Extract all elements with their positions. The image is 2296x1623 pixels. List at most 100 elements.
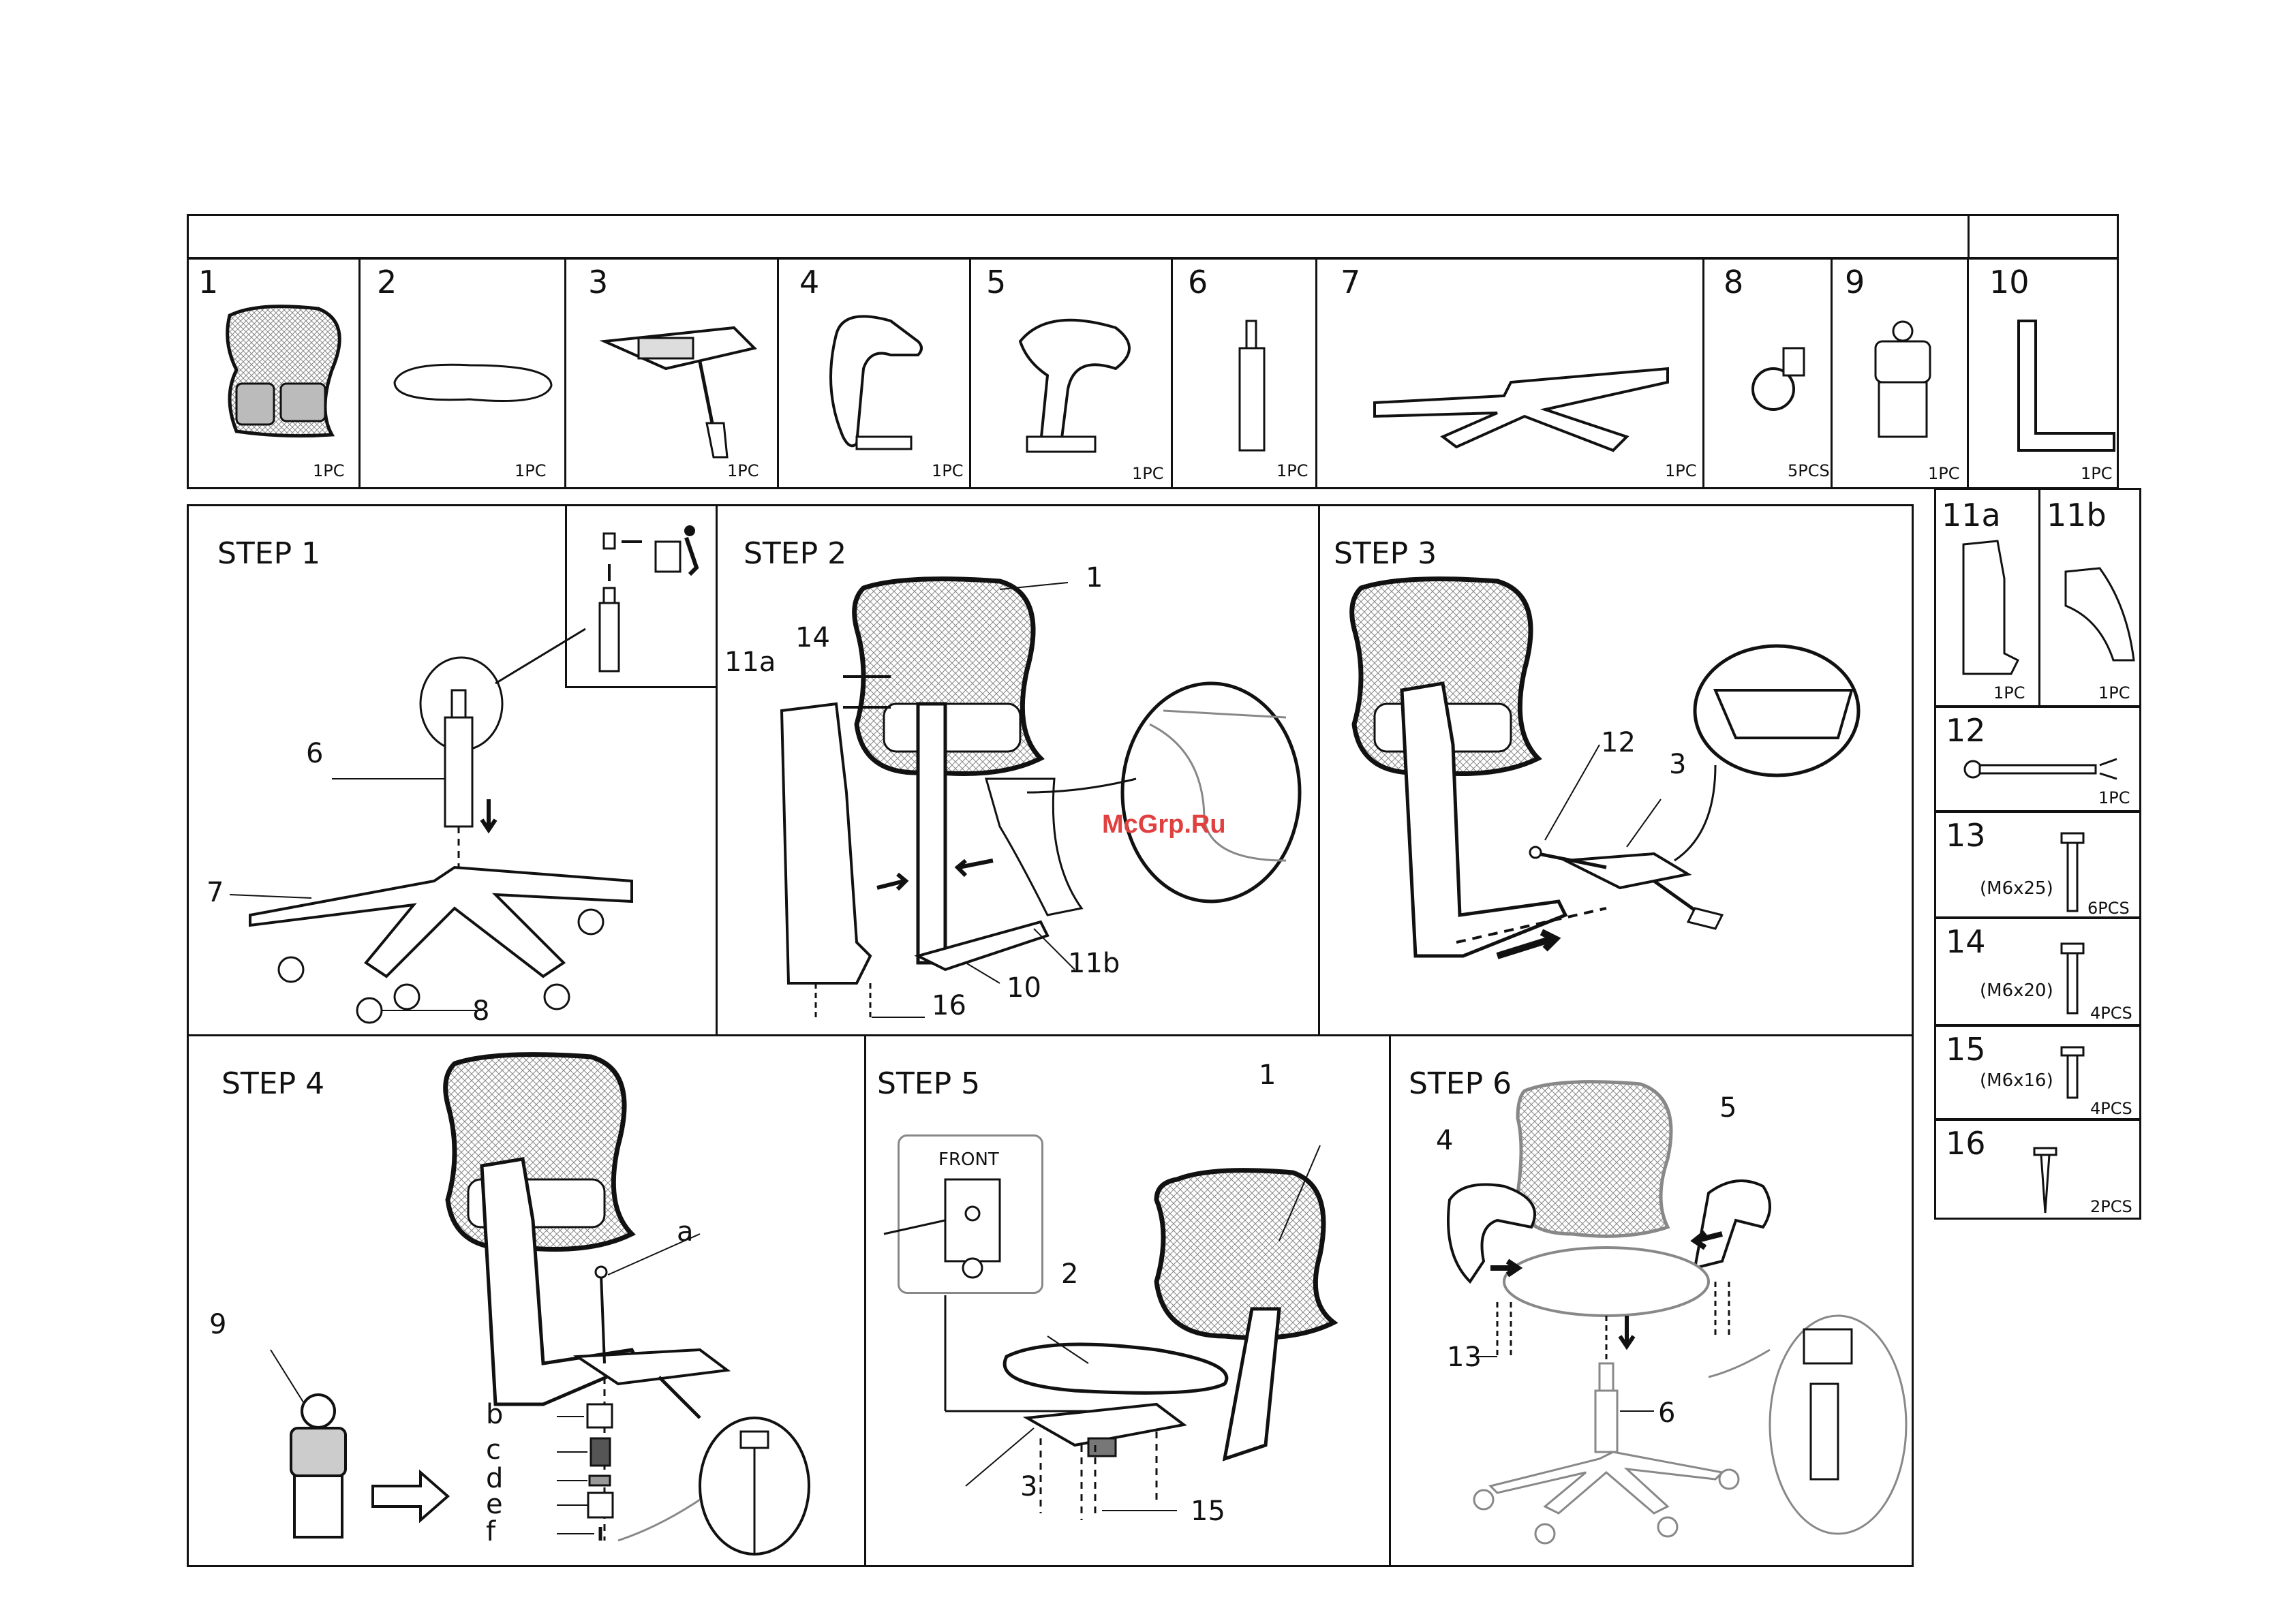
seat-mechanism-drawing — [598, 321, 775, 457]
step3-label-3: 3 — [1669, 749, 1686, 780]
side-parts-11-divider — [2038, 490, 2040, 705]
step4-height-adjuster-drawing — [223, 1050, 857, 1561]
step2-label-11b: 11b — [1068, 948, 1120, 979]
part-number-13: 13 — [1946, 817, 1986, 854]
pin-12-drawing — [1963, 749, 2127, 790]
part-number-10: 10 — [1989, 264, 2030, 300]
part-number-15: 15 — [1946, 1031, 1986, 1068]
cover-11b-drawing — [2059, 565, 2141, 667]
part-qty-4: 1PC — [932, 461, 964, 480]
discard-cap-icon — [587, 527, 703, 677]
part-number-7: 7 — [1341, 264, 1360, 300]
cover-11a-drawing — [1957, 538, 2025, 674]
part-number-5: 5 — [986, 264, 1006, 300]
part-qty-15: 4PCS — [2090, 1099, 2132, 1118]
part-qty-11a: 1PC — [1993, 683, 2025, 702]
part-number-11a: 11a — [1942, 497, 2001, 534]
step5-label-3: 3 — [1020, 1471, 1037, 1502]
step6-label-4: 4 — [1436, 1125, 1453, 1156]
step6-label-13: 13 — [1447, 1342, 1482, 1373]
step5-seat-assembly-drawing — [870, 1104, 1388, 1554]
step6-label-6: 6 — [1658, 1397, 1675, 1429]
gas-lift-drawing — [1231, 321, 1272, 457]
parts-header-row — [187, 214, 2119, 259]
step2-label-1: 1 — [1086, 562, 1103, 593]
right-armrest-drawing — [1007, 307, 1157, 464]
step1-base-assembly-drawing — [209, 656, 686, 1024]
step4-label-f: f — [486, 1516, 495, 1547]
side-part-16: 16 2PCS — [1934, 1119, 2141, 1220]
steps-row-2: STEP 4 9 a b c d e f STEP 5 — [187, 1034, 1914, 1567]
height-adjuster-drawing — [1865, 321, 1940, 450]
step6-armrest-assembly-drawing — [1395, 1064, 1913, 1561]
step5-label-15: 15 — [1191, 1496, 1225, 1527]
side-part-14: 14 (M6x20) 4PCS — [1934, 917, 2141, 1026]
part-qty-1: 1PC — [313, 461, 345, 480]
bolt-size-15: (M6x16) — [1980, 1070, 2053, 1091]
part-qty-16: 2PCS — [2090, 1197, 2132, 1216]
step5-title: STEP 5 — [877, 1066, 980, 1101]
step3-title: STEP 3 — [1334, 536, 1437, 571]
part-qty-7: 1PC — [1665, 461, 1697, 480]
part-number-12: 12 — [1946, 712, 1986, 749]
part-number-9: 9 — [1845, 264, 1865, 300]
caster-drawing — [1749, 341, 1811, 416]
step3-label-12: 12 — [1601, 727, 1636, 758]
step6-label-5: 5 — [1719, 1092, 1736, 1124]
step2-label-11a: 11a — [724, 647, 776, 678]
step4-label-c: c — [486, 1434, 501, 1466]
step2-label-14: 14 — [795, 622, 830, 653]
screw-16-drawing — [2032, 1148, 2059, 1216]
part-qty-14: 4PCS — [2090, 1004, 2132, 1023]
part-qty-5: 1PC — [1132, 464, 1164, 483]
part-number-11b: 11b — [2047, 497, 2107, 534]
bolt-size-14: (M6x20) — [1980, 980, 2053, 1001]
part-number-16: 16 — [1946, 1125, 1986, 1162]
part-number-8: 8 — [1724, 264, 1743, 300]
step2-label-16: 16 — [932, 990, 966, 1021]
seat-cushion-drawing — [388, 355, 558, 409]
bolt-15-drawing — [2059, 1047, 2086, 1102]
part-number-3: 3 — [588, 264, 608, 300]
part-qty-10: 1PC — [2081, 464, 2113, 483]
step5-label-1: 1 — [1259, 1060, 1276, 1091]
step1-label-7: 7 — [206, 877, 224, 908]
part-number-1: 1 — [198, 264, 218, 300]
step5-label-2: 2 — [1061, 1258, 1078, 1290]
part-qty-2: 1PC — [515, 461, 547, 480]
step3-mechanism-assembly-drawing — [1334, 574, 1906, 1024]
watermark: McGrp.Ru — [1102, 810, 1226, 839]
part-qty-9: 1PC — [1928, 464, 1960, 483]
back-bracket-drawing — [2005, 314, 2121, 464]
side-part-15: 15 (M6x16) 4PCS — [1934, 1025, 2141, 1120]
left-armrest-drawing — [816, 307, 959, 464]
part-number-2: 2 — [377, 264, 397, 300]
part-qty-12: 1PC — [2098, 788, 2130, 807]
mesh-backrest-drawing — [216, 302, 352, 438]
side-part-12: 12 1PC — [1934, 706, 2141, 812]
bolt-size-13: (M6x25) — [1980, 878, 2053, 899]
steps-row-1: STEP 1 6 7 8 STEP 2 — [187, 504, 1914, 1037]
part-qty-3: 1PC — [727, 461, 759, 480]
part-number-14: 14 — [1946, 923, 1986, 960]
step4-label-9: 9 — [209, 1309, 226, 1340]
step2-label-10: 10 — [1007, 972, 1041, 1004]
part-qty-6: 1PC — [1276, 461, 1308, 480]
step1-title: STEP 1 — [217, 536, 320, 571]
step2-title: STEP 2 — [744, 536, 846, 571]
part-number-4: 4 — [799, 264, 819, 300]
bolt-13-drawing — [2059, 833, 2086, 915]
step4-label-a: a — [677, 1216, 694, 1248]
part-qty-8: 5PCS — [1788, 461, 1830, 480]
part-qty-11b: 1PC — [2098, 683, 2130, 702]
step4-label-b: b — [486, 1399, 503, 1430]
side-parts-11: 11a 11b 1PC 1PC — [1934, 488, 2141, 707]
part-qty-13: 6PCS — [2087, 899, 2130, 918]
step1-label-8: 8 — [472, 995, 489, 1027]
parts-list-row: 1 2 3 4 5 6 7 8 9 10 1PC 1PC 1PC 1PC 1PC… — [187, 258, 2119, 489]
side-part-13: 13 (M6x25) 6PCS — [1934, 811, 2141, 918]
parts-header-divider — [1968, 216, 1970, 257]
chair-base-drawing — [1368, 335, 1681, 450]
part-number-6: 6 — [1188, 264, 1208, 300]
bolt-14-drawing — [2059, 944, 2086, 1019]
